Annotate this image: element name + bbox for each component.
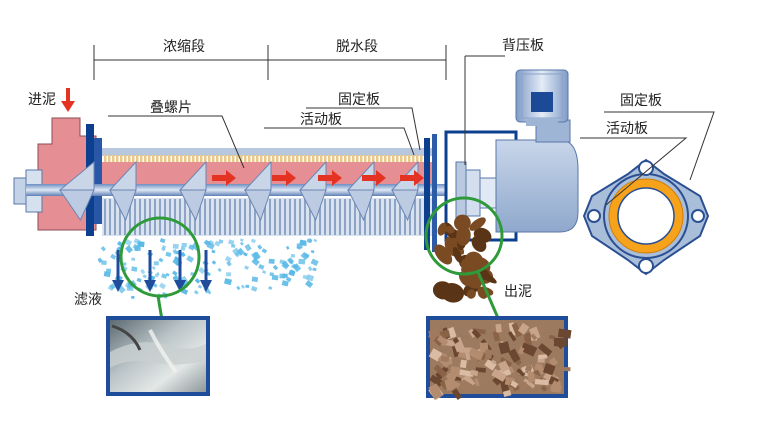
plate-ring-detail [582, 158, 710, 276]
plate-leader-lines [108, 107, 421, 169]
stack-plates-top [104, 155, 427, 163]
barrel-bottom [102, 198, 432, 236]
back-pressure-leader [464, 55, 505, 165]
ring-moving-plate-label: 活动板 [606, 121, 648, 137]
filtrate-photo [106, 316, 210, 396]
sludge-photo [426, 316, 572, 401]
sludge-out-label: 出泥 [504, 284, 532, 300]
inlet-arrow-icon [61, 88, 75, 112]
back-pressure-plate-label: 背压板 [502, 38, 544, 54]
barrel-top-rail [102, 148, 432, 156]
fixed-plate-label: 固定板 [338, 92, 380, 108]
thickening-section-label: 浓缩段 [163, 39, 205, 55]
inlet-label: 进泥 [28, 92, 56, 108]
ring-leader-lines [580, 111, 715, 206]
back-plate-frame [432, 134, 437, 252]
drive-motor [515, 69, 569, 126]
filtrate-arrows [112, 250, 212, 292]
dewatering-section-label: 脱水段 [336, 39, 378, 55]
flow-arrows [212, 170, 424, 186]
filtrate-drops [97, 238, 319, 299]
sludge-magnifier [424, 196, 504, 319]
section-dimension-lines [93, 45, 447, 80]
end-plate [424, 138, 430, 250]
filtrate-label: 滤液 [74, 292, 102, 308]
stack-plates-label: 叠螺片 [150, 100, 192, 116]
drive-housing [495, 119, 579, 233]
moving-plate-label: 活动板 [300, 112, 342, 128]
ring-fixed-plate-label: 固定板 [620, 93, 662, 109]
